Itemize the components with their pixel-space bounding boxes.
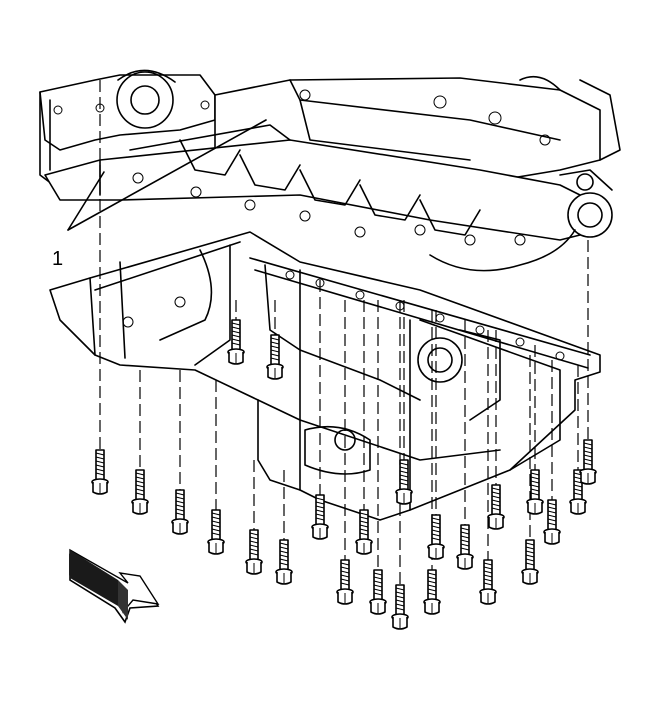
- oil-pan-bolt: [245, 529, 263, 575]
- oil-pan-bolt: [355, 509, 373, 555]
- front-direction-arrow-icon: [69, 548, 160, 624]
- oil-pan-bolts: [91, 319, 597, 630]
- oil-pan: [49, 231, 601, 521]
- oil-pan-bolt: [395, 459, 413, 505]
- oil-pan-bolt: [487, 484, 505, 530]
- oil-pan-bolt: [171, 489, 189, 535]
- oil-pan-bolt: [336, 559, 354, 605]
- oil-pan-bolt: [311, 494, 329, 540]
- oil-pan-bolt: [521, 539, 539, 585]
- engine-block: [39, 69, 621, 272]
- oil-pan-bolt: [275, 539, 293, 585]
- oil-pan-bolt: [266, 334, 284, 380]
- oil-pan-bolt: [579, 439, 597, 485]
- oil-pan-bolt: [479, 559, 497, 605]
- oil-pan-bolt: [91, 449, 109, 495]
- callout-1-label: 1: [52, 248, 63, 270]
- oil-pan-bolt: [207, 509, 225, 555]
- oil-pan-bolt: [227, 319, 245, 365]
- bolt-alignment-lines: [99, 80, 589, 585]
- oil-pan-bolt: [391, 584, 409, 630]
- oil-pan-bolt: [543, 499, 561, 545]
- oil-pan-bolt: [423, 569, 441, 615]
- oil-pan-bolt: [427, 514, 445, 560]
- oil-pan-bolt: [369, 569, 387, 615]
- oil-pan-bolt: [526, 469, 544, 515]
- oil-pan-bolt: [131, 469, 149, 515]
- oil-pan-bolt: [456, 524, 474, 570]
- callout-1: 1: [52, 119, 267, 270]
